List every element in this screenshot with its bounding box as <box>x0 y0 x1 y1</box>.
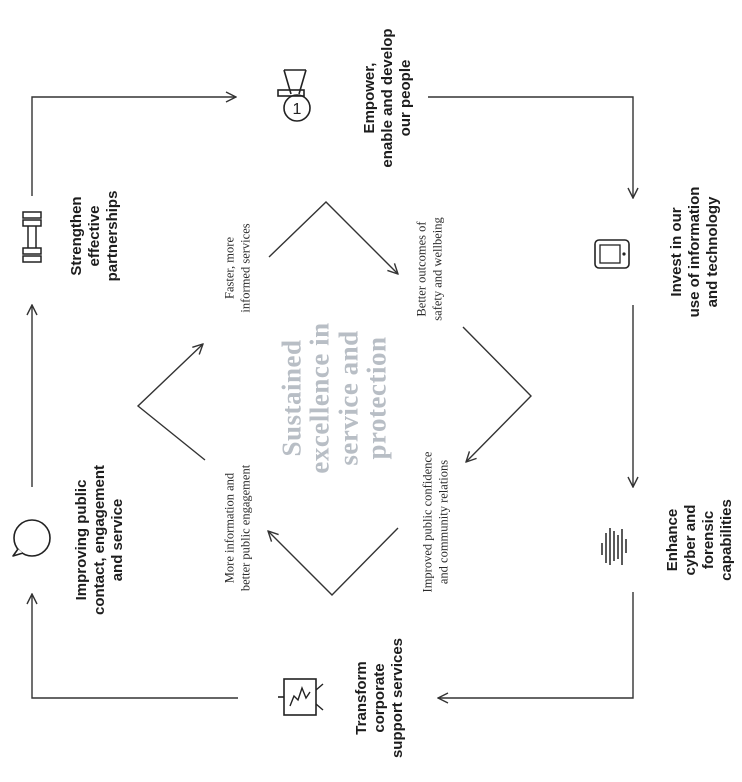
objective-empower-people: Empower, enable and develop our people <box>361 28 414 168</box>
mobile-device-icon <box>594 239 630 269</box>
diamond-arrow-left <box>136 344 206 461</box>
data-bars-icon <box>601 528 627 565</box>
central-goal: Sustained excellence in service and prot… <box>276 322 392 474</box>
diamond-arrow-right <box>462 326 532 462</box>
chart-board-icon <box>278 678 324 716</box>
dumbbell-icon <box>22 211 42 263</box>
outcome-public-confidence: Improved public confidence and community… <box>420 451 450 593</box>
svg-text:1: 1 <box>293 101 302 118</box>
diamond-arrow-bottom <box>268 527 399 596</box>
objective-transform-support: Transform corporate support services <box>353 637 406 759</box>
objective-enhance-cyber: Enhance cyber and forensic capabilities <box>664 499 735 581</box>
objective-invest-technology: Invest in our use of information and tec… <box>668 186 721 318</box>
cycle-arrow-top <box>31 97 236 196</box>
speech-bubble-icon <box>12 519 51 557</box>
objective-strengthen-partnerships: Strengthen effective partnerships <box>68 190 121 282</box>
objective-improving-public-contact: Improving public contact, engagement and… <box>73 464 126 616</box>
diamond-arrow-top-right <box>268 201 398 274</box>
outcome-public-engagement: More information and better public engag… <box>222 464 252 592</box>
cycle-arrow-bottom-right <box>438 592 634 698</box>
outcome-faster-services: Faster, more informed services <box>222 223 252 313</box>
cycle-arrow-top-right <box>428 96 633 198</box>
outcome-better-safety: Better outcomes of safety and wellbeing <box>414 217 444 321</box>
medal-icon: 1 <box>277 69 311 122</box>
cycle-arrow-bottom-left <box>32 594 238 699</box>
